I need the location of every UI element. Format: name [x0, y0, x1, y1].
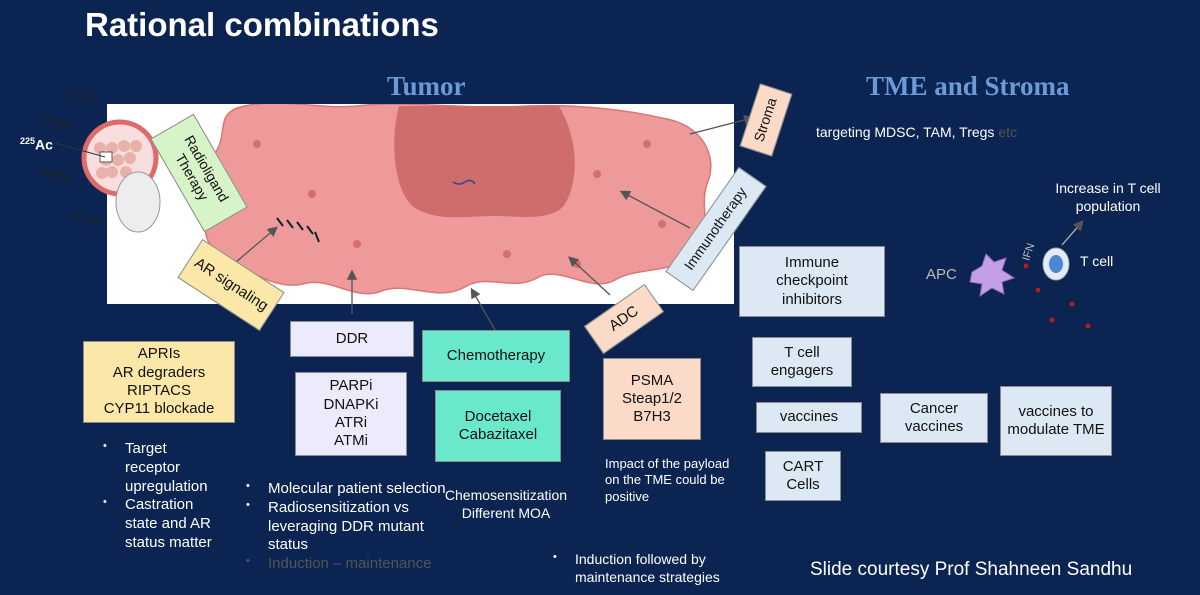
slide-courtesy: Slide courtesy Prof Shahneen Sandhu [810, 559, 1133, 580]
ar-bullets: Target receptor upregulation Castration … [103, 440, 225, 553]
vaccines-modulate-tme-box: vaccines to modulate TME [1000, 386, 1112, 456]
cancer-vaccines-box: Cancer vaccines [880, 393, 988, 443]
ddr-bullets: Molecular patient selection Radiosensiti… [246, 480, 452, 595]
tcell-engagers-box: T cell engagers [752, 337, 852, 387]
vaccines-box: vaccines [756, 402, 862, 433]
apc-cell [969, 253, 1016, 298]
ddr-inhibitor: ATRi [334, 414, 368, 431]
apris-box: APRIs AR degraders RIPTACS CYP11 blockad… [83, 341, 235, 423]
targeting-label: targeting MDSC, TAM, Tregs [816, 124, 995, 140]
slide-title: Rational combinations [85, 6, 439, 43]
targeting-text: targeting MDSC, TAM, Tregs etc [816, 124, 1017, 142]
ddr-inhibitor: PARPi [329, 377, 373, 395]
adc-target: B7H3 [633, 408, 671, 426]
docetaxel-box: Docetaxel Cabazitaxel [435, 390, 561, 462]
adc-bullet: Induction followed by maintenance strate… [553, 551, 773, 586]
apris-line: AR degraders [112, 363, 206, 381]
ddr-bullet: Induction – maintenance [246, 555, 452, 574]
isotope-ac: 225Ac [20, 136, 53, 153]
radioligand-particle [81, 119, 161, 233]
checkpoint-inhibitors-box: Immune checkpoint inhibitors [739, 246, 885, 317]
chemo-agent: Docetaxel [464, 407, 532, 425]
adc-target: Steap1/2 [621, 389, 683, 407]
ddr-inhibitor: DNAPKi [323, 395, 379, 413]
apc-label: APC [926, 266, 957, 283]
payload-impact-text: Impact of the payload on the TME could b… [605, 456, 730, 504]
ddr-bullet: Molecular patient selection [246, 480, 452, 499]
cart-cells-box: CART Cells [765, 451, 841, 501]
ddr-inhibitor: ATMi [334, 432, 368, 450]
adc-bullets: Induction followed by maintenance strate… [553, 551, 773, 586]
chemosensitization-text: Chemosensitization [444, 487, 568, 503]
isotope-lu: 177Lu [70, 211, 101, 228]
ar-bullet: Target receptor upregulation [103, 440, 225, 496]
tcell-label: T cell [1080, 253, 1114, 269]
increase-tcell-text: Increase in T cell population [1055, 180, 1161, 214]
apris-line: CYP11 blockade [103, 400, 215, 418]
ddr-bullet: Radiosensitization vs leveraging DDR mut… [246, 499, 452, 555]
apris-line: APRIs [137, 345, 181, 363]
apris-line: RIPTACS [127, 382, 191, 399]
psma-box: PSMA Steap1/2 B7H3 [603, 358, 701, 440]
tumor-core [394, 106, 575, 218]
ar-bullet: Castration state and AR status matter [103, 496, 225, 552]
ac-pointer-line [54, 142, 106, 158]
isotope-pb: 212Pb [38, 168, 71, 185]
chemotherapy-box: Chemotherapy [422, 330, 570, 382]
adc-target: PSMA [630, 371, 674, 389]
tme-header: TME and Stroma [866, 71, 1070, 101]
ddr-box: DDR [290, 321, 414, 357]
antibody-marks [276, 217, 320, 243]
isotope-at: 211At [66, 89, 94, 106]
etc-label: etc [998, 124, 1018, 140]
apc-tcell-illustration [969, 247, 1091, 329]
chemo-agent: Cabazitaxel [458, 426, 538, 443]
isotope-ra: 223Ra [42, 116, 75, 133]
chemo-notes: Chemosensitization Different MOA [428, 487, 584, 522]
parpi-box: PARPi DNAPKi ATRi ATMi [295, 372, 407, 456]
different-moa-text: Different MOA [461, 504, 551, 521]
tumor-header: Tumor [387, 71, 466, 101]
